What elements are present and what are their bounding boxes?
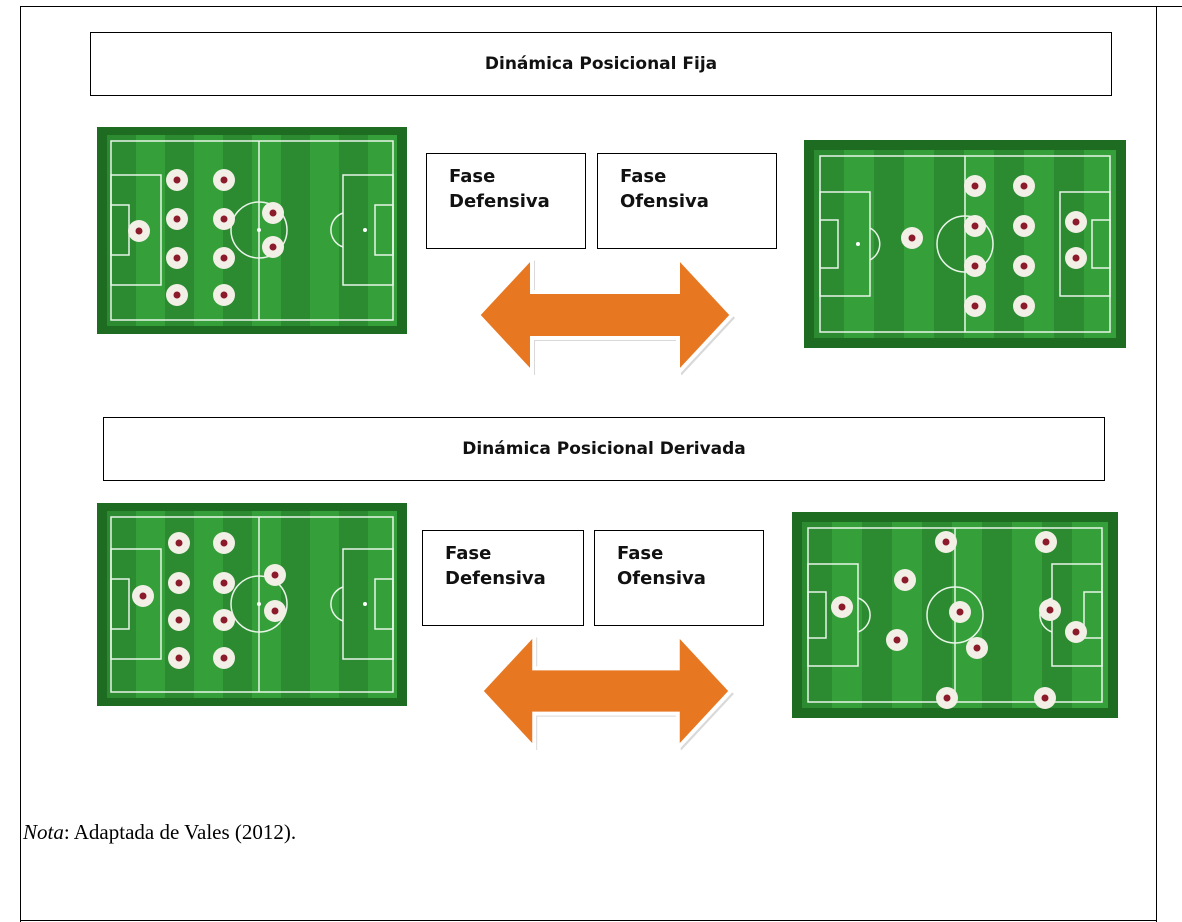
phase-label-line2: Ofensiva (620, 191, 709, 212)
section-title-fixed: Dinámica Posicional Fija (90, 32, 1112, 96)
note-label: Nota (23, 820, 64, 844)
figure-frame-left (20, 6, 21, 922)
pitch-graphic (97, 503, 407, 706)
phase-label-line1: Fase (445, 543, 492, 564)
figure-frame-top (20, 6, 1182, 7)
note-text: : Adaptada de Vales (2012). (63, 820, 297, 844)
phase-label-line1: Fase (449, 166, 496, 187)
phase-label-line2: Defensiva (445, 568, 546, 589)
phase-box-offensive-1: Fase Ofensiva (597, 153, 777, 249)
figure-frame-right (1156, 6, 1157, 922)
phase-label-line2: Defensiva (449, 191, 550, 212)
phase-label-line2: Ofensiva (617, 568, 706, 589)
phase-box-defensive-2: Fase Defensiva (422, 530, 584, 626)
double-arrow-icon (472, 632, 740, 750)
phase-box-defensive-1: Fase Defensiva (426, 153, 586, 249)
pitch-graphic (804, 140, 1126, 348)
pitch-fixed-defensive (97, 127, 407, 334)
pitch-graphic (97, 127, 407, 334)
phase-label-line1: Fase (617, 543, 664, 564)
pitch-graphic (792, 512, 1118, 718)
pitch-derived-offensive (792, 512, 1118, 718)
phase-label-line1: Fase (620, 166, 667, 187)
figure-frame-bottom (20, 920, 1157, 921)
figure-note: Nota: Adaptada de Vales (2012). (23, 820, 296, 845)
double-arrow-icon (470, 255, 740, 375)
pitch-derived-defensive (97, 503, 407, 706)
pitch-fixed-offensive (804, 140, 1126, 348)
section-title-derived: Dinámica Posicional Derivada (103, 417, 1105, 481)
phase-box-offensive-2: Fase Ofensiva (594, 530, 764, 626)
